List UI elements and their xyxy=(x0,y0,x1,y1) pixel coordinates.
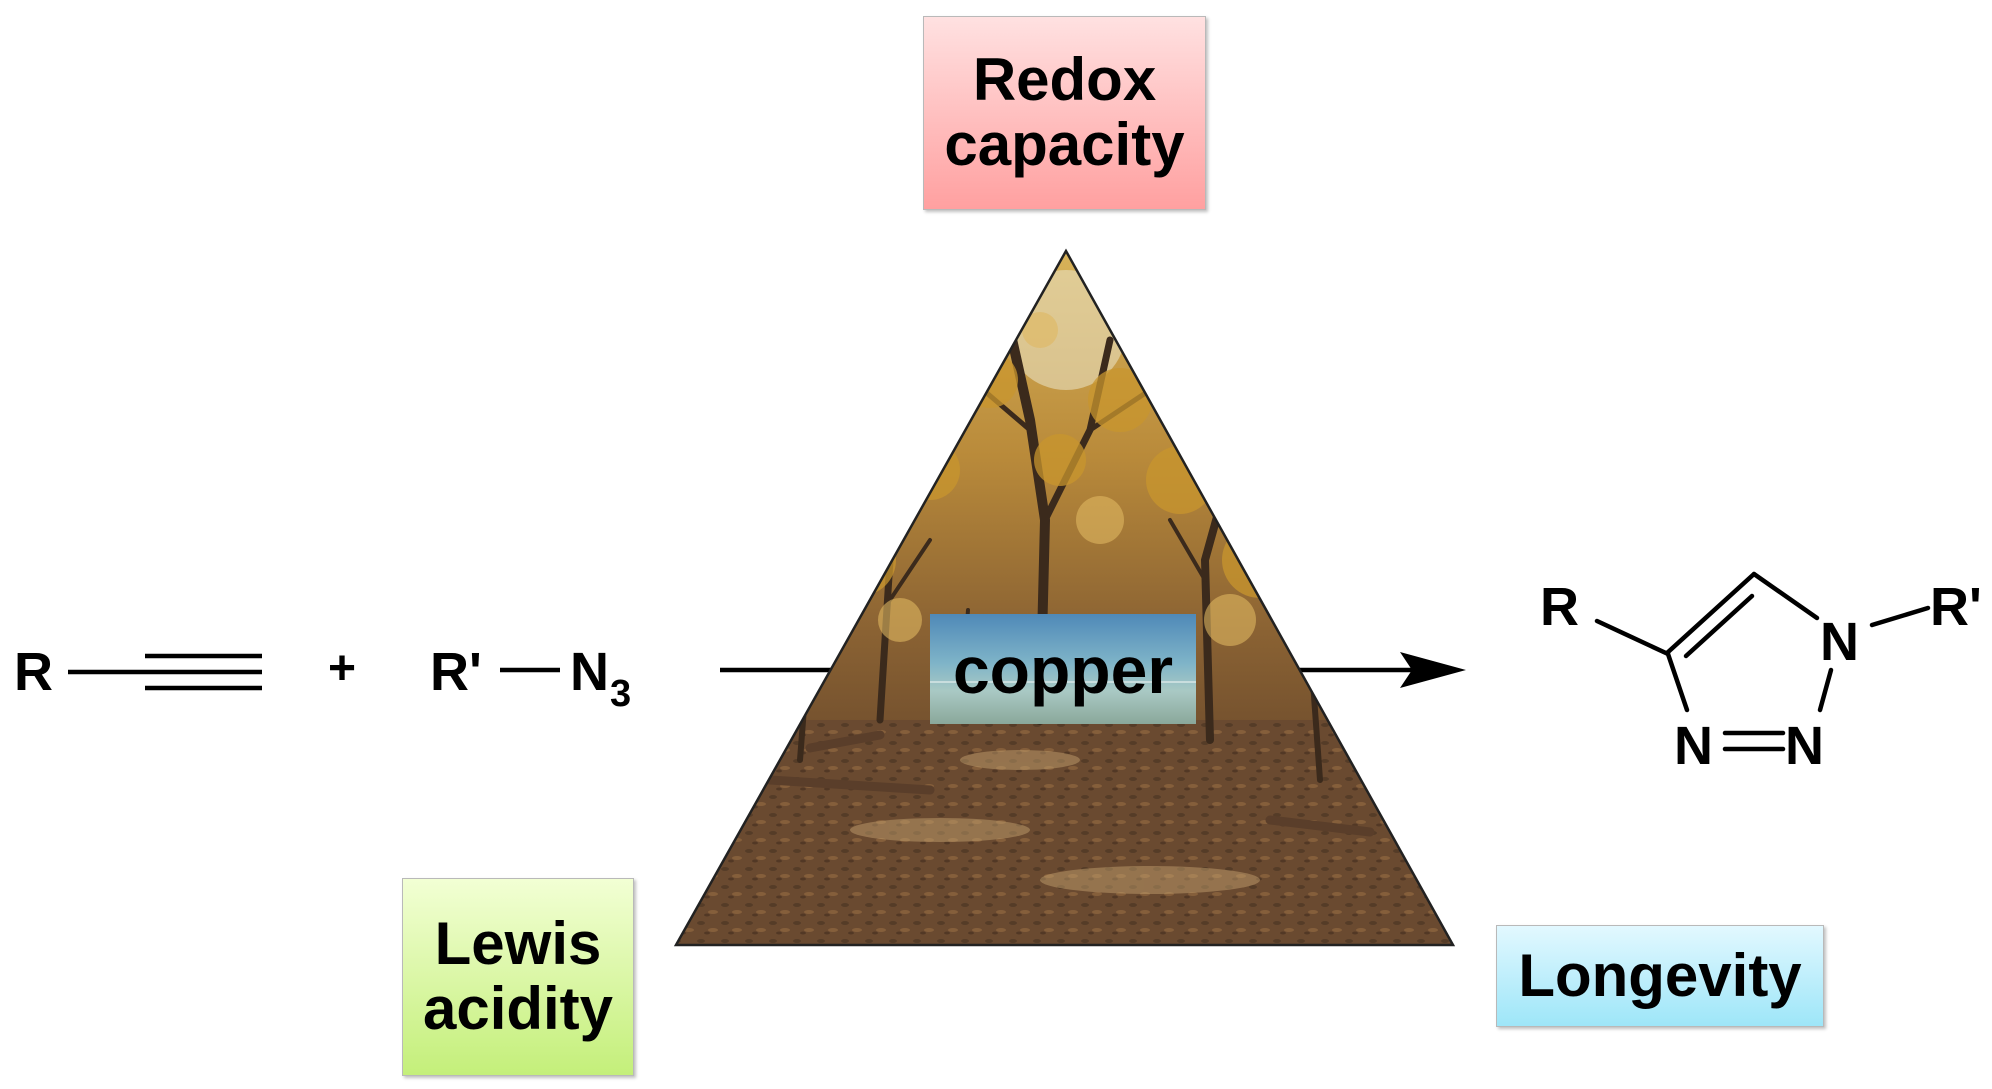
redox-capacity-box: Redox capacity xyxy=(923,16,1206,210)
redox-line-1: Redox xyxy=(972,46,1157,114)
product-n3-label: N xyxy=(1785,716,1824,776)
product-n2-label: N xyxy=(1674,716,1713,776)
redox-line-2: capacity xyxy=(944,111,1185,178)
triazole-ring xyxy=(1594,571,1931,752)
copper-label: copper xyxy=(953,633,1173,707)
azide-n-label: N xyxy=(570,642,609,702)
copper-label-box xyxy=(930,614,1196,724)
triple-bond xyxy=(68,653,262,691)
product-r-prime-label: R' xyxy=(1930,577,1982,637)
lewis-acidity-box: Lewis acidity xyxy=(402,878,634,1076)
pyramid-outline xyxy=(673,248,1456,947)
lewis-line-1: Lewis xyxy=(434,910,602,978)
product-r-label: R xyxy=(1540,577,1579,637)
product-n1-label: N xyxy=(1820,612,1859,672)
lewis-line-2: acidity xyxy=(422,975,614,1042)
longevity-box: Longevity xyxy=(1496,925,1824,1027)
forest-pyramid xyxy=(676,251,1453,945)
azide-r-label: R' xyxy=(430,642,482,702)
longevity-label: Longevity xyxy=(1518,941,1802,1009)
azide-subscript: 3 xyxy=(610,673,631,715)
plus-sign: + xyxy=(328,642,356,695)
alkyne-r-label: R xyxy=(14,642,53,702)
